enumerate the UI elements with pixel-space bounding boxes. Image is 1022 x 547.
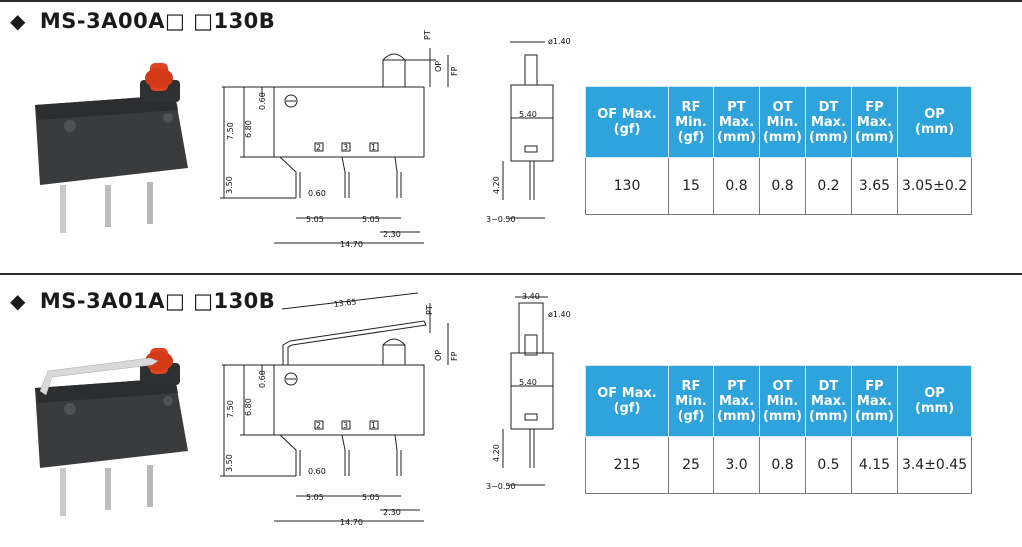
product-title: ◆MS-3A00A□ □130B [10, 9, 276, 33]
svg-text:2.30: 2.30 [383, 230, 401, 239]
header-of: OF Max.(gf) [585, 365, 669, 437]
side-view-labels: 3.40 ø1.40 5.40 4.20 3~0.50 [486, 292, 571, 491]
svg-text:PT: PT [423, 30, 432, 40]
svg-text:7.50: 7.50 [226, 122, 235, 140]
svg-text:7.50: 7.50 [226, 400, 235, 418]
switch-drawings: 7.50 6.80 0.60 3.50 0.60 5.05 5.05 2.30 … [35, 30, 571, 249]
value-pt: 3.0 [713, 436, 760, 494]
value-fp: 4.15 [850, 436, 898, 494]
svg-text:ø1.40: ø1.40 [548, 310, 571, 319]
product-title: ◆MS-3A01A□ □130B [10, 289, 276, 313]
front-view-drawing [220, 292, 449, 522]
svg-text:5.05: 5.05 [362, 493, 380, 502]
front-view-labels: 7.50 6.80 0.60 3.50 0.60 5.05 5.05 2.30 … [225, 30, 459, 249]
svg-text:1: 1 [371, 143, 376, 152]
side-view-drawing [502, 41, 554, 219]
svg-text:0.60: 0.60 [308, 189, 326, 198]
svg-text:3.40: 3.40 [522, 292, 540, 301]
svg-text:5.05: 5.05 [306, 215, 324, 224]
svg-text:2.30: 2.30 [383, 508, 401, 517]
svg-text:6.80: 6.80 [244, 120, 253, 138]
svg-text:ø1.40: ø1.40 [548, 37, 571, 46]
value-of: 215 [585, 436, 669, 494]
switch-photo [35, 63, 188, 233]
svg-text:6.80: 6.80 [244, 398, 253, 416]
diamond-bullet-icon: ◆ [10, 289, 26, 313]
value-op: 3.4±0.45 [896, 436, 973, 494]
svg-text:2: 2 [316, 421, 321, 430]
svg-text:5.40: 5.40 [519, 378, 537, 387]
side-view-drawing [502, 296, 554, 486]
value-of: 130 [585, 157, 669, 215]
svg-text:5.05: 5.05 [306, 493, 324, 502]
top-rule [0, 0, 1022, 2]
front-view-labels: 13.65 7.50 6.80 0.60 3.50 0.60 5.05 5.05… [225, 297, 459, 527]
spec-value-row: 130 15 0.8 0.8 0.2 3.65 3.05±0.2 [585, 157, 973, 215]
svg-text:0.60: 0.60 [308, 467, 326, 476]
value-dt: 0.2 [804, 157, 852, 215]
section-ms-3a01a: ◆MS-3A01A□ □130B [0, 273, 1022, 546]
svg-text:13.65: 13.65 [333, 297, 357, 309]
value-pt: 0.8 [713, 157, 760, 215]
svg-text:2: 2 [316, 143, 321, 152]
svg-text:OP: OP [434, 350, 443, 361]
svg-text:3.50: 3.50 [225, 454, 234, 472]
value-op: 3.05±0.2 [896, 157, 973, 215]
spec-value-row: 215 25 3.0 0.8 0.5 4.15 3.4±0.45 [585, 436, 973, 494]
value-rf: 15 [668, 157, 714, 215]
svg-text:14.70: 14.70 [340, 518, 363, 527]
svg-text:4.20: 4.20 [492, 176, 501, 194]
switch-drawings: 13.65 7.50 6.80 0.60 3.50 0.60 5.05 5.05… [35, 292, 571, 527]
svg-text:3: 3 [343, 143, 348, 152]
header-op: OP(mm) [896, 86, 973, 158]
svg-text:3~0.50: 3~0.50 [486, 215, 516, 224]
svg-text:3: 3 [343, 421, 348, 430]
svg-text:PT: PT [425, 305, 434, 315]
svg-text:14.70: 14.70 [340, 240, 363, 249]
svg-text:FP: FP [450, 351, 459, 361]
value-ot: 0.8 [758, 436, 806, 494]
svg-text:FP: FP [450, 66, 459, 76]
svg-text:4.20: 4.20 [492, 444, 501, 462]
svg-text:3~0.50: 3~0.50 [486, 482, 516, 491]
svg-text:3.50: 3.50 [225, 176, 234, 194]
value-fp: 3.65 [850, 157, 898, 215]
svg-text:OP: OP [434, 61, 443, 72]
side-view-labels: ø1.40 5.40 4.20 3~0.50 [486, 37, 571, 224]
middle-rule [0, 273, 1022, 275]
value-ot: 0.8 [758, 157, 806, 215]
svg-text:0.60: 0.60 [258, 92, 267, 110]
svg-text:1: 1 [371, 421, 376, 430]
svg-text:0.60: 0.60 [258, 370, 267, 388]
section-ms-3a00a: ◆MS-3A00A□ □130B [0, 0, 1022, 273]
front-view-drawing [220, 48, 449, 244]
svg-text:5.05: 5.05 [362, 215, 380, 224]
svg-text:5.40: 5.40 [519, 110, 537, 119]
header-of: OF Max.(gf) [585, 86, 669, 158]
value-dt: 0.5 [804, 436, 852, 494]
switch-photo [35, 348, 188, 516]
header-op: OP(mm) [896, 365, 973, 437]
diamond-bullet-icon: ◆ [10, 9, 26, 33]
value-rf: 25 [668, 436, 714, 494]
